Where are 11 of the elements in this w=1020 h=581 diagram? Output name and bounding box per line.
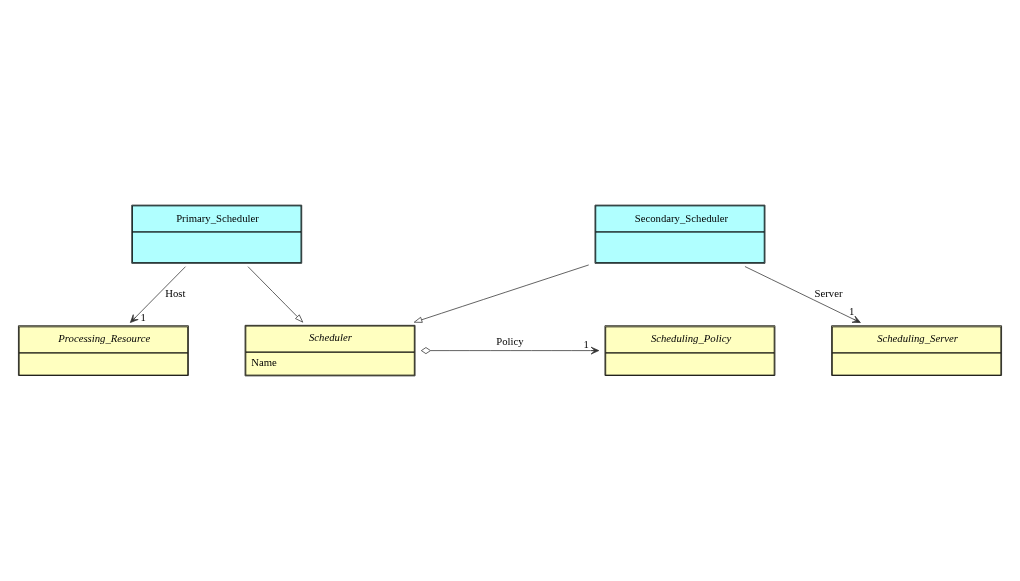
arrow — [413, 264, 590, 323]
arrow — [129, 266, 186, 323]
label: 1 — [140, 310, 146, 323]
arrow — [420, 346, 600, 355]
label: 1 — [583, 337, 589, 350]
edge-label: Server — [814, 287, 843, 300]
edge-label: Host — [165, 287, 186, 300]
arrow — [744, 266, 861, 323]
label: 1 — [849, 304, 855, 317]
edge-label: Policy — [496, 335, 524, 348]
arrow — [247, 266, 304, 323]
